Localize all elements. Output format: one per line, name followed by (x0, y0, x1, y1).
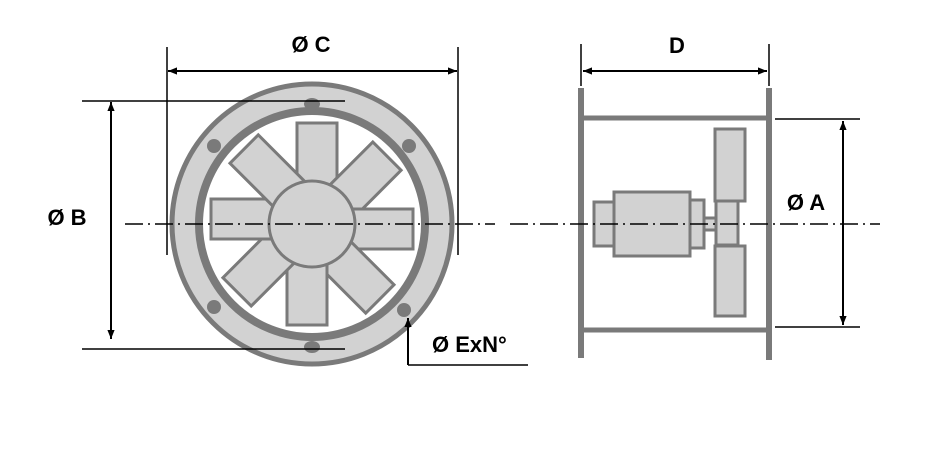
propeller-hub (714, 199, 740, 247)
side-view (578, 88, 772, 360)
bolt-hole (304, 341, 320, 353)
front-dimensions (82, 47, 528, 366)
label-dim-a: Ø A (787, 190, 825, 215)
propeller-blade-bottom (713, 244, 747, 318)
side-dimensions (510, 44, 880, 328)
label-dim-d: D (669, 33, 685, 58)
bolt-hole (207, 139, 221, 153)
label-dim-b: Ø B (47, 205, 86, 230)
label-dim-e: Ø ExN° (432, 332, 507, 357)
bolt-hole (397, 303, 411, 317)
bolt-hole (402, 139, 416, 153)
motor-body (612, 190, 692, 258)
label-dim-c: Ø C (291, 32, 330, 57)
bolt-hole (304, 98, 320, 110)
propeller-blade-top (713, 127, 747, 203)
propeller (713, 127, 747, 318)
bolt-hole (207, 300, 221, 314)
